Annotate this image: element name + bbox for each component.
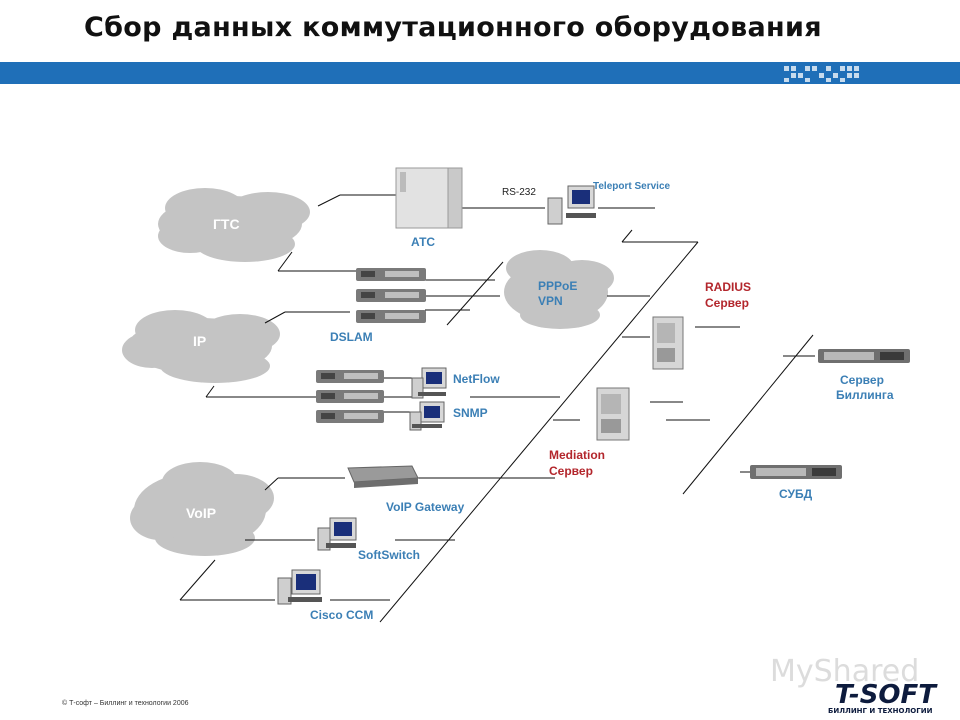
cloud-label-voip: VoIP [186, 505, 217, 521]
atc-cabinet [395, 167, 463, 229]
connection-lines [179, 194, 815, 623]
dslam-units [356, 268, 426, 323]
label-snmp: SNMP [453, 406, 488, 420]
cloud-ip [122, 310, 280, 383]
computer-teleport [547, 185, 596, 225]
billing-server [818, 349, 910, 363]
ip-routers [316, 370, 384, 423]
cloud-pppoe [504, 250, 614, 329]
label-billing-server: Сервер [840, 373, 884, 387]
label-vpn: VPN [538, 294, 563, 308]
computer-cisco-ccm [277, 569, 322, 605]
company-logo: T-SOFT [835, 680, 937, 710]
label-radius: RADIUS [705, 280, 752, 294]
cloud-gts [158, 188, 310, 262]
label-netflow: NetFlow [453, 372, 500, 386]
cloud-label-ip: IP [193, 333, 207, 349]
label-rs232: RS-232 [502, 187, 536, 198]
header-band [0, 62, 960, 84]
label-teleport: Teleport Service [593, 181, 671, 192]
mediation-server [596, 387, 630, 441]
watermark: MyShared [770, 654, 920, 689]
label-dbms: СУБД [779, 487, 813, 501]
radius-server [652, 316, 684, 370]
cloud-voip [130, 462, 274, 556]
label-softswitch: SoftSwitch [358, 548, 420, 562]
computer-softswitch [317, 517, 357, 551]
header-pattern [784, 66, 859, 82]
computer-netflow [411, 367, 447, 399]
label-mediation-server: Сервер [549, 464, 593, 478]
computer-snmp [409, 401, 445, 431]
label-radius-server: Сервер [705, 296, 749, 310]
label-pppoe: PPPoE [538, 279, 578, 293]
label-atc: АТС [411, 235, 436, 249]
label-voip-gateway: VoIP Gateway [386, 500, 465, 514]
cloud-label-gts: ГТС [213, 216, 240, 232]
footer-copyright: © Т-софт – Биллинг и технологии 2006 [62, 700, 189, 707]
label-mediation: Mediation [549, 448, 605, 462]
label-cisco-ccm: Cisco CCM [310, 608, 374, 622]
dbms-server [750, 465, 842, 479]
label-dslam: DSLAM [330, 330, 373, 344]
voip-gateway-device [347, 465, 419, 488]
page-title: Сбор данных коммутационного оборудования [84, 12, 822, 43]
label-billing: Биллинга [836, 388, 894, 402]
company-logo-subtitle: БИЛЛИНГ И ТЕХНОЛОГИИ [828, 707, 933, 715]
